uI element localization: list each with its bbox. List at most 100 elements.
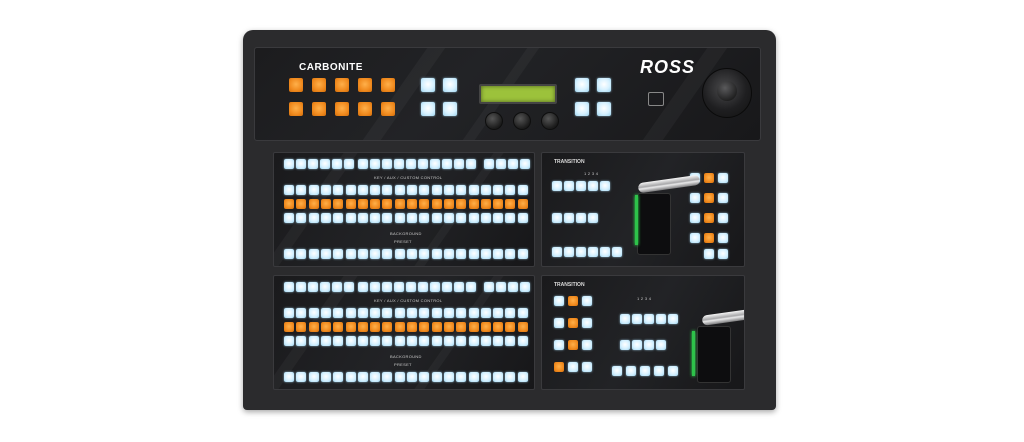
- source-button[interactable]: [419, 213, 430, 223]
- transition-button[interactable]: [600, 181, 610, 191]
- transition-control-button[interactable]: [582, 362, 592, 372]
- source-button[interactable]: [308, 249, 319, 259]
- source-button[interactable]: [394, 336, 405, 346]
- source-button[interactable]: [468, 336, 479, 346]
- source-button[interactable]: [320, 372, 331, 382]
- bus-button[interactable]: [332, 159, 342, 169]
- key-bus-button[interactable]: [394, 199, 405, 209]
- source-button[interactable]: [407, 185, 417, 195]
- source-button[interactable]: [456, 213, 467, 223]
- menu-button[interactable]: [597, 78, 611, 92]
- source-button[interactable]: [308, 308, 319, 318]
- source-button[interactable]: [407, 308, 417, 318]
- source-button[interactable]: [357, 213, 368, 223]
- source-button[interactable]: [333, 336, 344, 346]
- orange-button[interactable]: [381, 78, 395, 92]
- transition-button[interactable]: [620, 314, 630, 324]
- source-button[interactable]: [480, 372, 491, 382]
- source-button[interactable]: [296, 372, 307, 382]
- transition-control-button[interactable]: [690, 213, 700, 223]
- source-button[interactable]: [517, 213, 528, 223]
- key-bus-button[interactable]: [370, 199, 381, 209]
- key-bus-button[interactable]: [320, 322, 331, 332]
- key-bus-button[interactable]: [382, 199, 393, 209]
- transition-control-button[interactable]: [704, 249, 714, 259]
- transition-control-button[interactable]: [568, 296, 578, 306]
- transition-button[interactable]: [552, 247, 562, 257]
- source-button[interactable]: [394, 249, 405, 259]
- source-button[interactable]: [320, 213, 331, 223]
- source-button[interactable]: [296, 213, 307, 223]
- transition-control-button[interactable]: [690, 193, 700, 203]
- source-button[interactable]: [296, 308, 307, 318]
- source-button[interactable]: [493, 336, 504, 346]
- transition-control-button[interactable]: [554, 318, 564, 328]
- source-button[interactable]: [443, 308, 454, 318]
- orange-button[interactable]: [335, 78, 349, 92]
- key-bus-button[interactable]: [443, 322, 454, 332]
- source-button[interactable]: [284, 185, 294, 195]
- source-button[interactable]: [345, 249, 356, 259]
- transition-button[interactable]: [552, 213, 562, 223]
- transition-button[interactable]: [656, 340, 666, 350]
- bus-button[interactable]: [454, 282, 464, 292]
- transition-button[interactable]: [632, 340, 642, 350]
- transition-control-button[interactable]: [718, 173, 728, 183]
- bus-button[interactable]: [296, 159, 306, 169]
- bus-button[interactable]: [344, 282, 354, 292]
- key-bus-button[interactable]: [333, 199, 344, 209]
- source-button[interactable]: [419, 185, 430, 195]
- transition-control-button[interactable]: [568, 362, 578, 372]
- source-button[interactable]: [284, 308, 294, 318]
- key-bus-button[interactable]: [296, 199, 307, 209]
- key-bus-button[interactable]: [357, 322, 368, 332]
- key-bus-button[interactable]: [456, 322, 467, 332]
- transition-control-button[interactable]: [704, 173, 714, 183]
- source-button[interactable]: [308, 372, 319, 382]
- transition-control-button[interactable]: [704, 193, 714, 203]
- source-button[interactable]: [407, 213, 417, 223]
- source-button[interactable]: [431, 213, 442, 223]
- source-button[interactable]: [382, 213, 393, 223]
- transition-button[interactable]: [564, 181, 574, 191]
- source-button[interactable]: [357, 336, 368, 346]
- transition-control-button[interactable]: [568, 318, 578, 328]
- key-bus-button[interactable]: [443, 199, 454, 209]
- t-bar-handle[interactable]: [701, 308, 744, 326]
- source-button[interactable]: [284, 336, 294, 346]
- bus-button[interactable]: [454, 159, 464, 169]
- source-button[interactable]: [382, 308, 393, 318]
- orange-button[interactable]: [335, 102, 349, 116]
- key-bus-button[interactable]: [308, 199, 319, 209]
- key-bus-button[interactable]: [407, 199, 417, 209]
- source-button[interactable]: [284, 372, 294, 382]
- source-button[interactable]: [480, 185, 491, 195]
- key-bus-button[interactable]: [419, 322, 430, 332]
- key-bus-button[interactable]: [357, 199, 368, 209]
- source-button[interactable]: [370, 249, 381, 259]
- bus-button[interactable]: [284, 159, 294, 169]
- source-button[interactable]: [284, 249, 294, 259]
- transition-button[interactable]: [612, 247, 622, 257]
- transition-button[interactable]: [640, 366, 650, 376]
- source-button[interactable]: [493, 185, 504, 195]
- source-button[interactable]: [345, 185, 356, 195]
- source-button[interactable]: [333, 213, 344, 223]
- key-bus-button[interactable]: [333, 322, 344, 332]
- orange-button[interactable]: [312, 102, 326, 116]
- menu-button[interactable]: [597, 102, 611, 116]
- source-button[interactable]: [370, 213, 381, 223]
- source-button[interactable]: [357, 249, 368, 259]
- key-bus-button[interactable]: [431, 199, 442, 209]
- bus-button[interactable]: [308, 282, 318, 292]
- source-button[interactable]: [419, 249, 430, 259]
- bus-button[interactable]: [406, 159, 416, 169]
- bus-button[interactable]: [430, 159, 440, 169]
- transition-button[interactable]: [654, 366, 664, 376]
- source-button[interactable]: [468, 308, 479, 318]
- bus-button[interactable]: [442, 282, 452, 292]
- source-button[interactable]: [394, 213, 405, 223]
- transition-button[interactable]: [576, 247, 586, 257]
- source-button[interactable]: [370, 185, 381, 195]
- source-button[interactable]: [443, 185, 454, 195]
